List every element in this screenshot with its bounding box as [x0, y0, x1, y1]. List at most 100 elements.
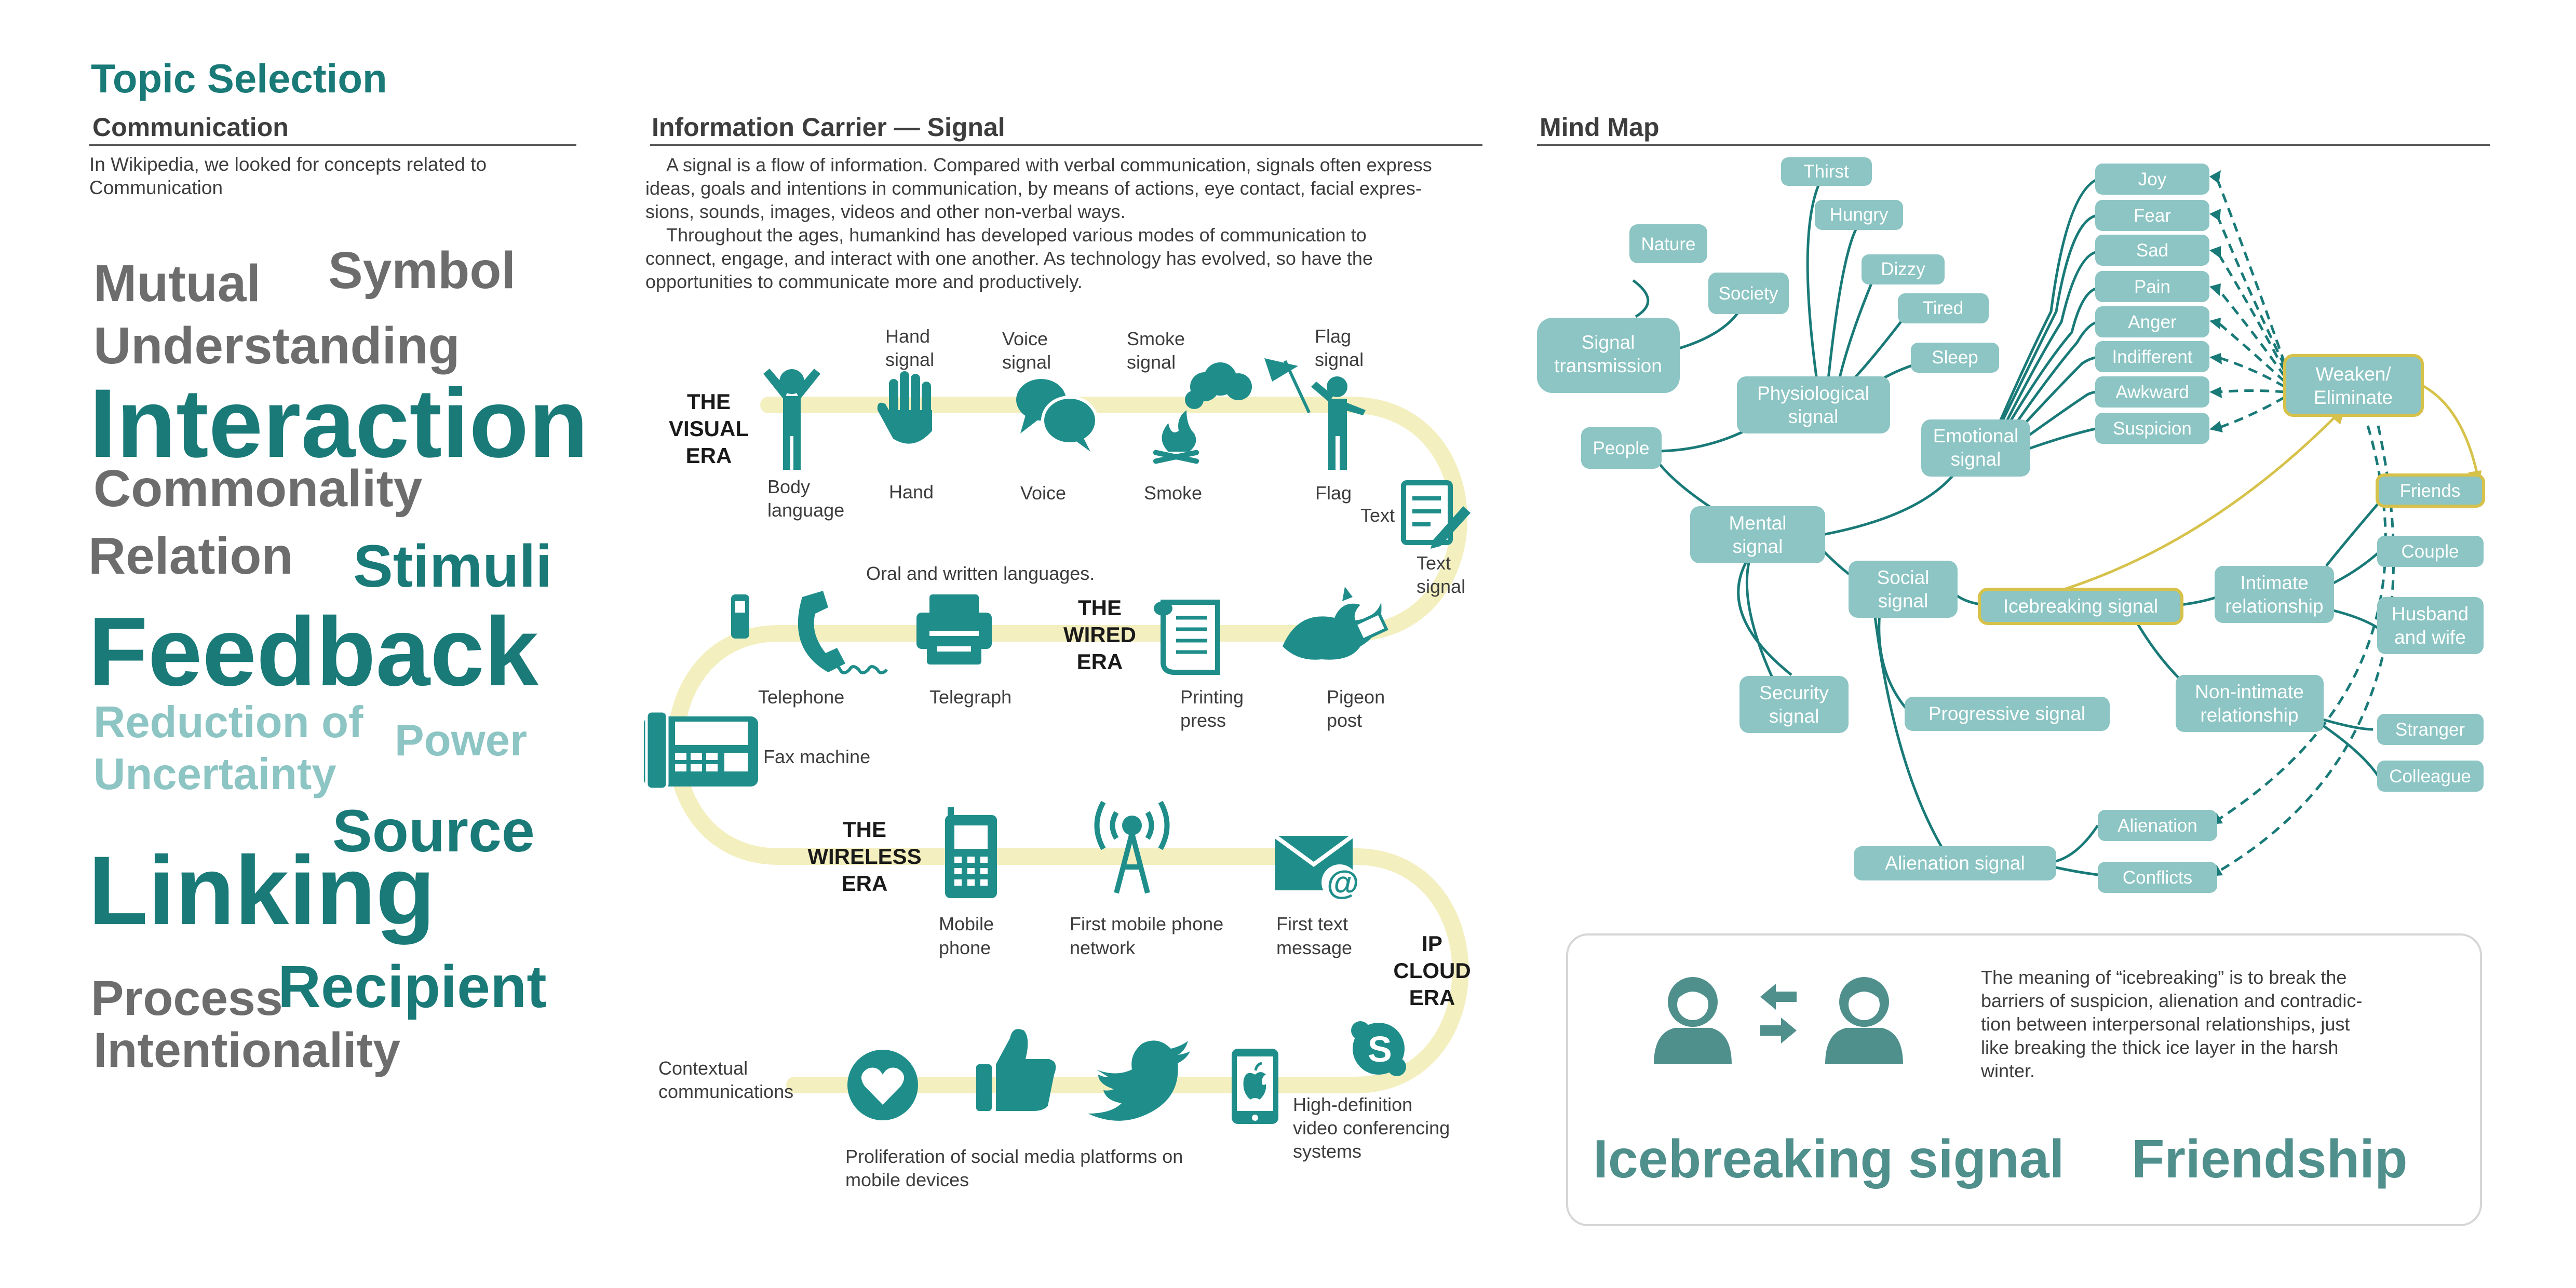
node-husband-wife-label: Husband	[2392, 603, 2469, 625]
smoke-signal-label: Smoke	[1127, 328, 1185, 349]
node-joy: Joy	[2095, 164, 2209, 195]
node-mental-label: signal	[1733, 536, 1783, 557]
hand-signal-icon	[877, 371, 932, 444]
node-conflicts: Conflicts	[2098, 862, 2217, 893]
node-thirst-label: Thirst	[1803, 161, 1849, 182]
era-labels: THE VISUAL ERA THE WIRED ERA THE WIRELES…	[669, 389, 1471, 1010]
first-text-label: First text	[1276, 913, 1348, 934]
node-sad: Sad	[2095, 235, 2209, 266]
person-left-icon	[1654, 977, 1732, 1064]
para-line: A signal is a flow of information. Compa…	[645, 154, 1432, 175]
mobile-phone-label: Mobile	[939, 913, 994, 934]
signal-section-title: Information Carrier — Signal	[652, 113, 1005, 142]
word-commonality: Commonality	[93, 459, 423, 518]
description-line: barriers of suspicion, alienation and co…	[1981, 990, 2362, 1011]
body-language-icon	[763, 369, 820, 470]
node-couple-label: Couple	[2402, 541, 2459, 562]
telephone-label: Telephone	[758, 686, 844, 708]
hd-video-label: systems	[1293, 1141, 1361, 1162]
telephone-icon	[731, 591, 888, 674]
weaken-dashed-arrows	[2216, 179, 2395, 874]
flag-signal-label: signal	[1315, 349, 1364, 370]
node-colleague: Colleague	[2377, 761, 2484, 792]
word-source: Source	[332, 798, 535, 864]
node-signal-transmission-label: transmission	[1554, 355, 1662, 376]
node-emotional-label: Emotional	[1933, 425, 2019, 446]
node-suspicion: Suspicion	[2095, 413, 2209, 444]
node-weaken-label: Weaken/	[2315, 363, 2391, 385]
word-interaction: Interaction	[89, 369, 588, 478]
hand-signal-label: Hand	[885, 326, 930, 347]
node-hungry: Hungry	[1815, 200, 1903, 230]
exchange-arrows-icon	[1760, 984, 1797, 1043]
node-signal-transmission-label: Signal	[1582, 332, 1635, 353]
description-line: like breaking the thick ice layer in the…	[1981, 1037, 2338, 1058]
text-signal-label: Text	[1417, 552, 1451, 574]
node-indifferent: Indifferent	[2095, 341, 2209, 372]
social-media-label: Proliferation of social media platforms …	[845, 1146, 1183, 1167]
wikipedia-description-line2: Communication	[89, 177, 223, 198]
node-icebreaking-label: Icebreaking signal	[2003, 595, 2158, 617]
body-language-label: Body	[767, 476, 810, 497]
icebreaking-info-box: The meaning of “icebreaking” is to break…	[1566, 933, 2482, 1226]
node-anger-label: Anger	[2128, 312, 2177, 332]
node-fear: Fear	[2095, 200, 2209, 231]
network-tower-icon	[1094, 801, 1170, 894]
pigeon-post-icon	[1283, 587, 1388, 660]
word-symbol: Symbol	[328, 241, 516, 300]
first-network-label: network	[1070, 937, 1136, 958]
icebreaking-signal-heading: Icebreaking signal	[1593, 1129, 2064, 1189]
node-intimate-label: relationship	[2225, 595, 2323, 617]
telegraph-icon	[916, 594, 992, 665]
twitter-bird-icon	[1088, 1040, 1190, 1121]
node-intimate-label: Intimate	[2240, 572, 2309, 593]
social-media-label: mobile devices	[845, 1169, 969, 1190]
node-society: Society	[1708, 273, 1789, 314]
wikipedia-description-line1: In Wikipedia, we looked for concepts rel…	[89, 154, 487, 175]
node-anger: Anger	[2095, 306, 2209, 337]
topic-selection-title: Topic Selection	[91, 56, 387, 101]
hand-signal-label: signal	[885, 349, 934, 370]
node-tired-label: Tired	[1923, 298, 1963, 318]
word-relation: Relation	[88, 527, 293, 585]
mind-map-nodes: Thirst Hungry Dizzy Tired Sleep Nature S…	[1537, 157, 2485, 893]
flag-signal-label: Flag	[1315, 326, 1351, 347]
para-line: ideas, goals and intentions in communica…	[645, 178, 1422, 199]
description-line: winter.	[1980, 1060, 2035, 1081]
voice-label: Voice	[1020, 482, 1066, 504]
node-stranger-label: Stranger	[2395, 720, 2465, 740]
para-line: opportunities to communicate more and pr…	[645, 271, 1083, 292]
body-language-label: language	[767, 499, 844, 521]
node-nature-label: Nature	[1641, 234, 1695, 254]
wired-era-item-labels: Telephone Telegraph Printing press Pigeo…	[758, 686, 1385, 767]
smoke-label: Smoke	[1144, 482, 1202, 504]
node-husband-wife-label: and wife	[2394, 627, 2466, 648]
first-network-label: First mobile phone	[1070, 913, 1223, 934]
heart-icon	[847, 1050, 918, 1120]
word-cloud: Mutual Symbol Understanding Interaction …	[88, 241, 588, 1078]
smoke-signal-icon	[1153, 362, 1252, 464]
telegraph-label: Telegraph	[929, 686, 1011, 708]
cloud-era-label: CLOUD	[1393, 958, 1471, 983]
voice-signal-label: signal	[1002, 351, 1051, 373]
node-social-label: signal	[1878, 590, 1928, 612]
word-stimuli: Stimuli	[353, 533, 552, 600]
node-alienation-label: Alienation	[2118, 816, 2197, 836]
node-sad-label: Sad	[2136, 240, 2168, 261]
topic-selection-section: Topic Selection Communication In Wikiped…	[88, 56, 588, 1078]
node-dizzy-label: Dizzy	[1881, 259, 1925, 279]
hand-label: Hand	[889, 481, 934, 503]
node-colleague-label: Colleague	[2389, 766, 2471, 787]
cloud-era-label: ERA	[1409, 985, 1455, 1010]
word-intentionality: Intentionality	[93, 1023, 400, 1078]
node-mental-label: Mental	[1729, 512, 1786, 534]
first-text-label: message	[1276, 937, 1352, 958]
wired-era-label: THE	[1078, 595, 1122, 620]
wireless-era-label: WIRELESS	[807, 844, 921, 869]
skype-s-glyph: S	[1368, 1029, 1392, 1069]
